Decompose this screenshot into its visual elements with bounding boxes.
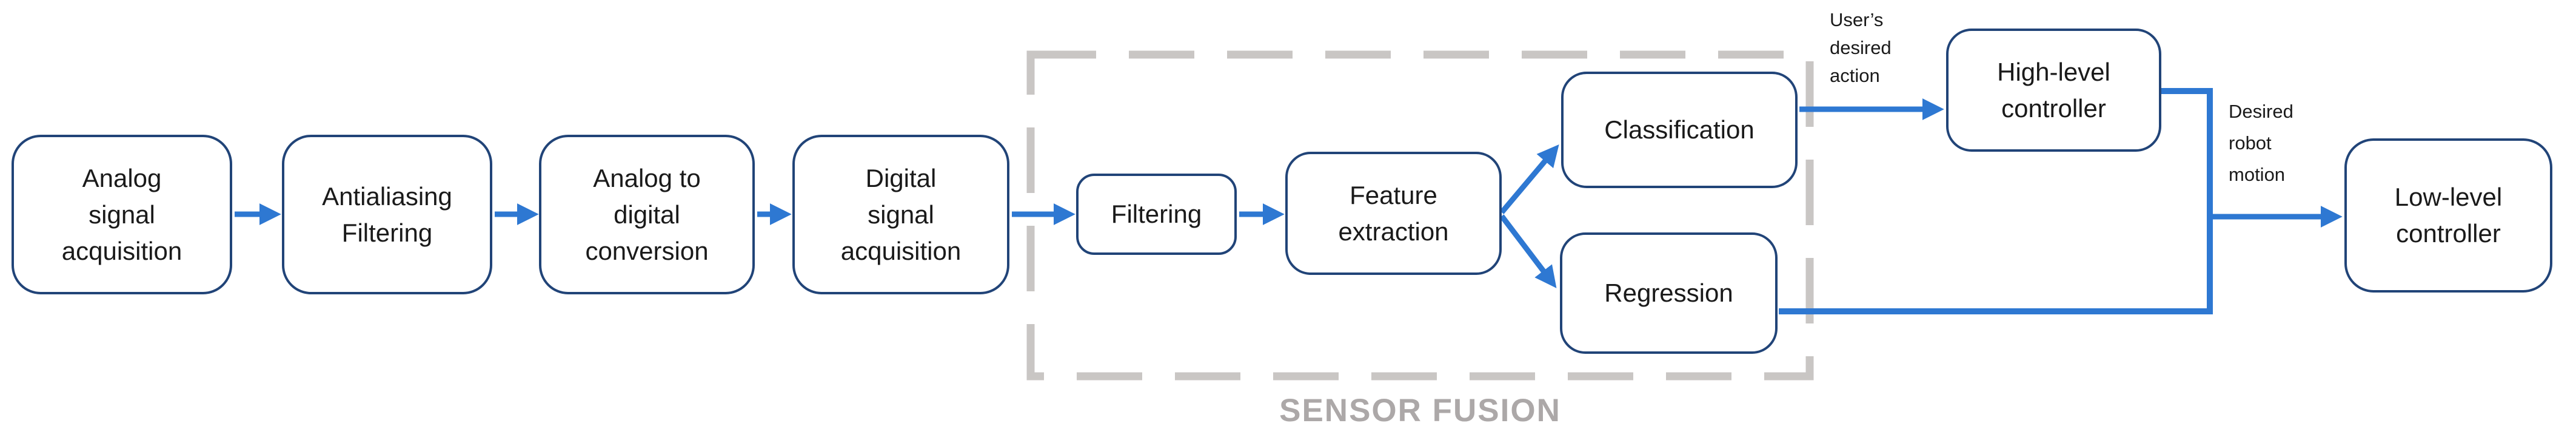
- node-analog-signal-acquisition: Analog signal acquisition: [12, 135, 232, 294]
- node-low-level-controller: Low-level controller: [2344, 138, 2552, 293]
- label-desired-robot-motion: Desired robot motion: [2229, 101, 2293, 185]
- label-sensor-fusion: SENSOR FUSION: [1279, 393, 1561, 428]
- node-filtering: Filtering: [1076, 174, 1237, 255]
- node-high-level-controller: High-level controller: [1946, 29, 2161, 152]
- node-feature-extraction: Feature extraction: [1285, 152, 1502, 275]
- arrow-feature-to-regression: [1499, 214, 1557, 288]
- node-digital-signal-acquisition: Digital signal acquisition: [792, 135, 1009, 294]
- sensor-fusion-dashed-box: [1026, 50, 1814, 381]
- label-users-desired-action: User’s desired action: [1830, 9, 1892, 86]
- arrow-feature-to-classification: [1499, 144, 1559, 214]
- node-regression: Regression: [1560, 232, 1778, 354]
- node-antialiasing-filtering: Antialiasing Filtering: [282, 135, 492, 294]
- node-analog-to-digital-conversion: Analog to digital conversion: [539, 135, 755, 294]
- connector-highlevel-regression-junction: [1779, 88, 2213, 314]
- node-classification: Classification: [1561, 72, 1798, 188]
